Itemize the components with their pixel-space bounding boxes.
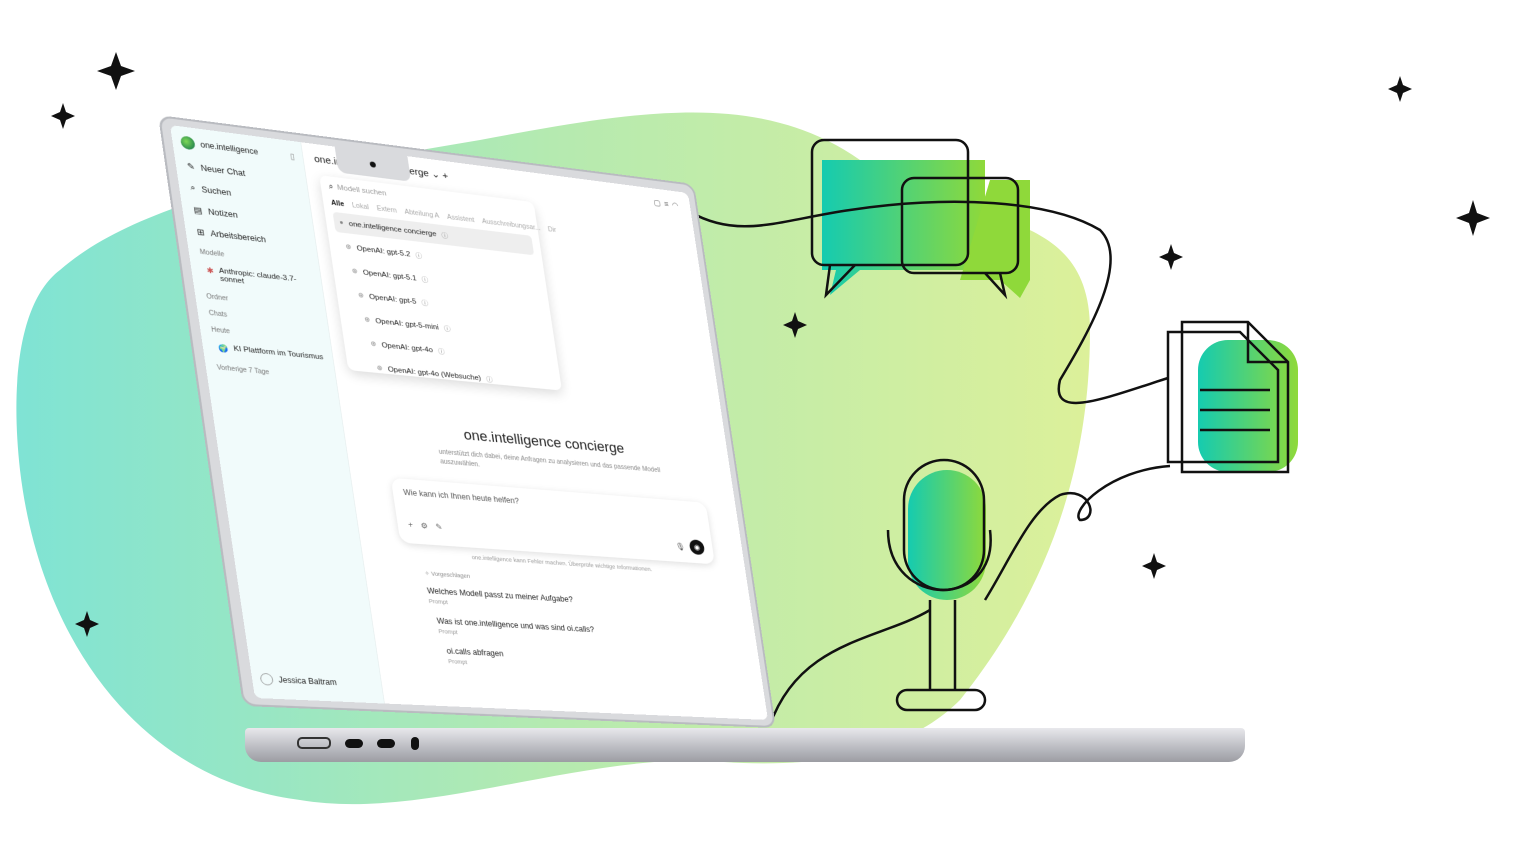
model-tab[interactable]: Lokal — [351, 201, 370, 212]
anthropic-icon: ✱ — [206, 266, 215, 276]
microphone-icon[interactable]: 🎙︎ — [675, 541, 686, 552]
info-icon: ⓘ — [485, 376, 494, 385]
laptop-screen: one.intelligence ▯ ✎ Neuer Chat ⌕ Suchen ▤… — [170, 125, 768, 720]
sidebar-item-label: Suchen — [200, 184, 232, 198]
chevron-down-icon: ⌄ — [430, 168, 441, 181]
sidebar-header: one.intelligence ▯ — [179, 135, 296, 163]
microphone-icon — [886, 458, 992, 712]
sidebar-item-label: Arbeitsbereich — [209, 228, 267, 245]
top-icons: ▢≡◠ — [653, 198, 682, 210]
suggestion-item[interactable]: Welches Modell passt zu meiner Aufgabe?P… — [427, 586, 592, 614]
model-icon: ● — [338, 218, 345, 227]
edit-icon: ✎ — [186, 161, 196, 172]
model-icon: ⊛ — [345, 243, 352, 252]
chat-input-placeholder: Wie kann ich Ihnen heute helfen? — [402, 487, 520, 506]
model-icon: ⊛ — [363, 316, 371, 324]
laptop-base — [245, 728, 1245, 762]
chat-emoji-icon: 🌍 — [217, 344, 229, 354]
model-icon: ⊛ — [376, 364, 384, 373]
sidebar-item-new-chat[interactable]: ✎ Neuer Chat — [186, 161, 298, 185]
sidebar-item-workspace[interactable]: ⊞ Arbeitsbereich — [196, 227, 308, 250]
port-icon — [345, 739, 363, 748]
model-tab[interactable]: Extern — [376, 204, 398, 215]
model-option-label: OpenAI: gpt-5-mini — [374, 316, 440, 332]
model-option-label: OpenAI: gpt-4o (Websuche) — [387, 365, 482, 382]
tools-icon[interactable]: ⚙ — [420, 520, 437, 532]
chat-item[interactable]: 🌍 KI Plattform im Tourismus — [218, 343, 326, 363]
notes-icon: ▤ — [192, 205, 203, 216]
sidebar-item-label: Notizen — [207, 206, 239, 220]
avatar — [259, 672, 274, 686]
model-dropdown: ⌕Modell suchen Alle Lokal Extern Abteilung … — [319, 175, 562, 391]
model-icon: ⊛ — [351, 267, 359, 276]
info-icon: ⓘ — [415, 252, 423, 261]
avatar-icon[interactable]: ◠ — [671, 200, 683, 211]
info-icon: ⓘ — [437, 348, 446, 357]
model-tab[interactable]: Abteilung A — [404, 207, 440, 220]
sidebar-item-search[interactable]: ⌕ Suchen — [190, 183, 302, 206]
model-tab[interactable]: Alle — [330, 198, 345, 209]
chat-title: KI Plattform im Tourismus — [233, 344, 324, 362]
models-section-label: Modelle — [199, 248, 225, 259]
sparkle-icons — [51, 52, 1490, 637]
search-icon: ⌕ — [189, 182, 196, 193]
user-name: Jessica Baltram — [277, 675, 338, 688]
pen-icon[interactable]: ✎ — [434, 522, 451, 533]
logo-icon — [179, 135, 196, 151]
port-icon — [411, 737, 419, 750]
workspace-icon: ⊞ — [196, 227, 205, 238]
add-model-icon[interactable]: + — [441, 169, 449, 182]
model-option-label: OpenAI: gpt-5.1 — [362, 268, 418, 283]
chats-label: Chats — [208, 309, 228, 319]
model-option-label: OpenAI: gpt-5.2 — [356, 244, 411, 259]
suggested-label-text: Vorgeschlagen — [430, 570, 471, 580]
port-icon — [377, 739, 395, 748]
sidebar-toggle-icon[interactable]: ▯ — [289, 151, 296, 162]
chat-bubbles-icon — [810, 138, 1030, 300]
model-icon: ⊛ — [370, 340, 377, 348]
suggestions: ✧ Vorgeschlagen Welches Modell passt zu … — [424, 570, 602, 683]
info-icon: ⓘ — [421, 299, 429, 308]
info-icon: ⓘ — [421, 276, 429, 285]
user-profile[interactable]: Jessica Baltram — [259, 672, 338, 688]
info-icon: ⓘ — [441, 232, 449, 241]
today-label: Heute — [210, 326, 231, 336]
connector-lines — [689, 200, 1171, 726]
sidebar-model-item[interactable]: ✱Anthropic: claude-3.7-sonnet — [206, 266, 315, 293]
model-icon: ⊛ — [357, 291, 365, 300]
info-icon: ⓘ — [443, 325, 452, 334]
previous-7-days-label: Vorherige 7 Tage — [216, 364, 270, 377]
model-option-label: OpenAI: gpt-5 — [368, 292, 417, 306]
model-tab[interactable]: Ausschreibungsar... — [481, 217, 541, 233]
suggestion-item[interactable]: Was ist one.intelligence und was sind oi… — [436, 616, 596, 643]
suggested-label: ✧ Vorgeschlagen — [424, 569, 471, 580]
model-tab[interactable]: Assistent — [446, 213, 475, 225]
port-icon — [297, 737, 331, 749]
document-icon — [1166, 320, 1298, 474]
voice-mode-button[interactable]: ◉ — [688, 539, 706, 556]
model-search-input[interactable]: Modell suchen — [336, 183, 387, 198]
model-option-label: OpenAI: gpt-4o — [380, 341, 434, 354]
search-icon: ⌕ — [328, 182, 334, 191]
app-name: one.intelligence — [199, 139, 259, 157]
model-label: Anthropic: claude-3.7-sonnet — [218, 266, 297, 286]
model-option-label: one.intelligence concierge — [348, 219, 437, 238]
chat-tools: +⚙✎ — [408, 520, 451, 532]
folders-label[interactable]: Ordner — [205, 292, 229, 303]
model-tab[interactable]: Dir — [547, 225, 557, 235]
sidebar-item-label: Neuer Chat — [200, 162, 246, 178]
camera-icon — [369, 161, 377, 168]
sidebar-item-notes[interactable]: ▤ Notizen — [193, 205, 305, 228]
